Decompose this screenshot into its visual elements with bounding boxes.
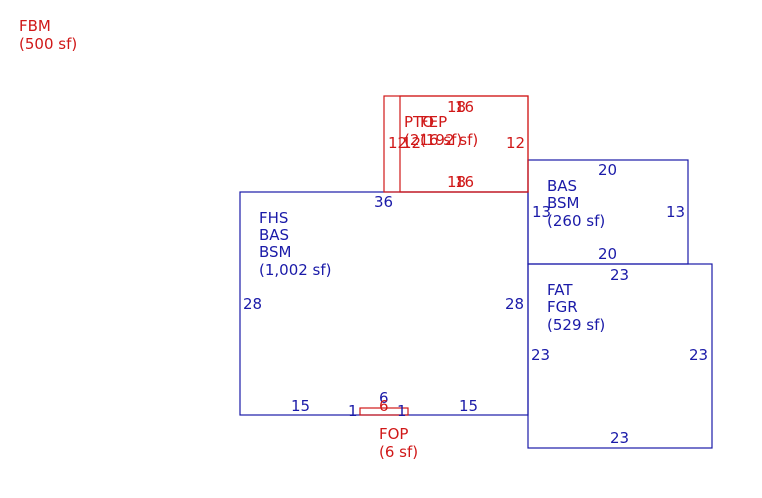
porch-top-dim-left-a: 12 — [388, 134, 407, 152]
lower-right-code-2: FGR — [547, 298, 578, 316]
lower-right-outline — [527, 263, 713, 449]
upper-right-sf: (260 sf) — [547, 212, 605, 230]
upper-right-dim-top: 20 — [598, 161, 617, 179]
upper-right-dim-bottom: 20 — [598, 245, 617, 263]
main-area-dim-left: 28 — [243, 295, 262, 313]
lower-right-dim-left: 23 — [531, 346, 550, 364]
fbm-code: FBM — [19, 17, 51, 35]
porch-top-code-a: PTO — [404, 113, 434, 131]
porch-bottom-dim-left: 1 — [348, 402, 358, 420]
lower-right-dim-right: 23 — [689, 346, 708, 364]
porch-bottom-sf: (6 sf) — [379, 443, 418, 461]
porch-bottom-code: FOP — [379, 425, 408, 443]
lower-right-dim-top: 23 — [610, 266, 629, 284]
upper-right-code-1: BAS — [547, 177, 577, 195]
lower-right-dim-bottom: 23 — [610, 429, 629, 447]
lower-right-code-1: FAT — [547, 281, 573, 299]
lower-right-sf: (529 sf) — [547, 316, 605, 334]
porch-bottom-dim-top-blue: 6 — [379, 389, 389, 407]
main-area-sf: (1,002 sf) — [259, 261, 332, 279]
upper-right-dim-right: 13 — [666, 203, 685, 221]
porch-top-dim-top-a: 18 — [447, 98, 466, 116]
porch-top-sf-a: (216 sf) — [404, 131, 462, 149]
porch-top-dim-bottom-a: 18 — [447, 173, 466, 191]
porch-bottom-dim-top-red: 6 — [379, 397, 389, 415]
main-area-dim-right: 28 — [505, 295, 524, 313]
porch-bottom-dim-right: 1 — [397, 402, 407, 420]
fbm-area: (500 sf) — [19, 35, 77, 53]
porch-top-code-b: FEP — [420, 113, 447, 131]
main-area-dim-bottom-left: 15 — [291, 397, 310, 415]
main-area-code-3: BSM — [259, 243, 292, 261]
porch-top-dim-bottom-b: 16 — [455, 173, 474, 191]
porch-bottom-outline — [359, 407, 409, 416]
main-area-dim-bottom-right: 15 — [459, 397, 478, 415]
main-area-code-2: BAS — [259, 226, 289, 244]
porch-top-outline-b — [399, 95, 529, 193]
upper-right-code-2: BSM — [547, 194, 580, 212]
porch-top-sf-b: (192 sf) — [420, 131, 478, 149]
main-area-dim-top: 36 — [374, 193, 393, 211]
porch-top-dim-left-b: 12 — [402, 134, 421, 152]
upper-right-dim-left: 13 — [532, 203, 551, 221]
main-area-code-1: FHS — [259, 209, 288, 227]
porch-top-dim-top-b: 16 — [455, 98, 474, 116]
porch-top-dim-right: 12 — [506, 134, 525, 152]
